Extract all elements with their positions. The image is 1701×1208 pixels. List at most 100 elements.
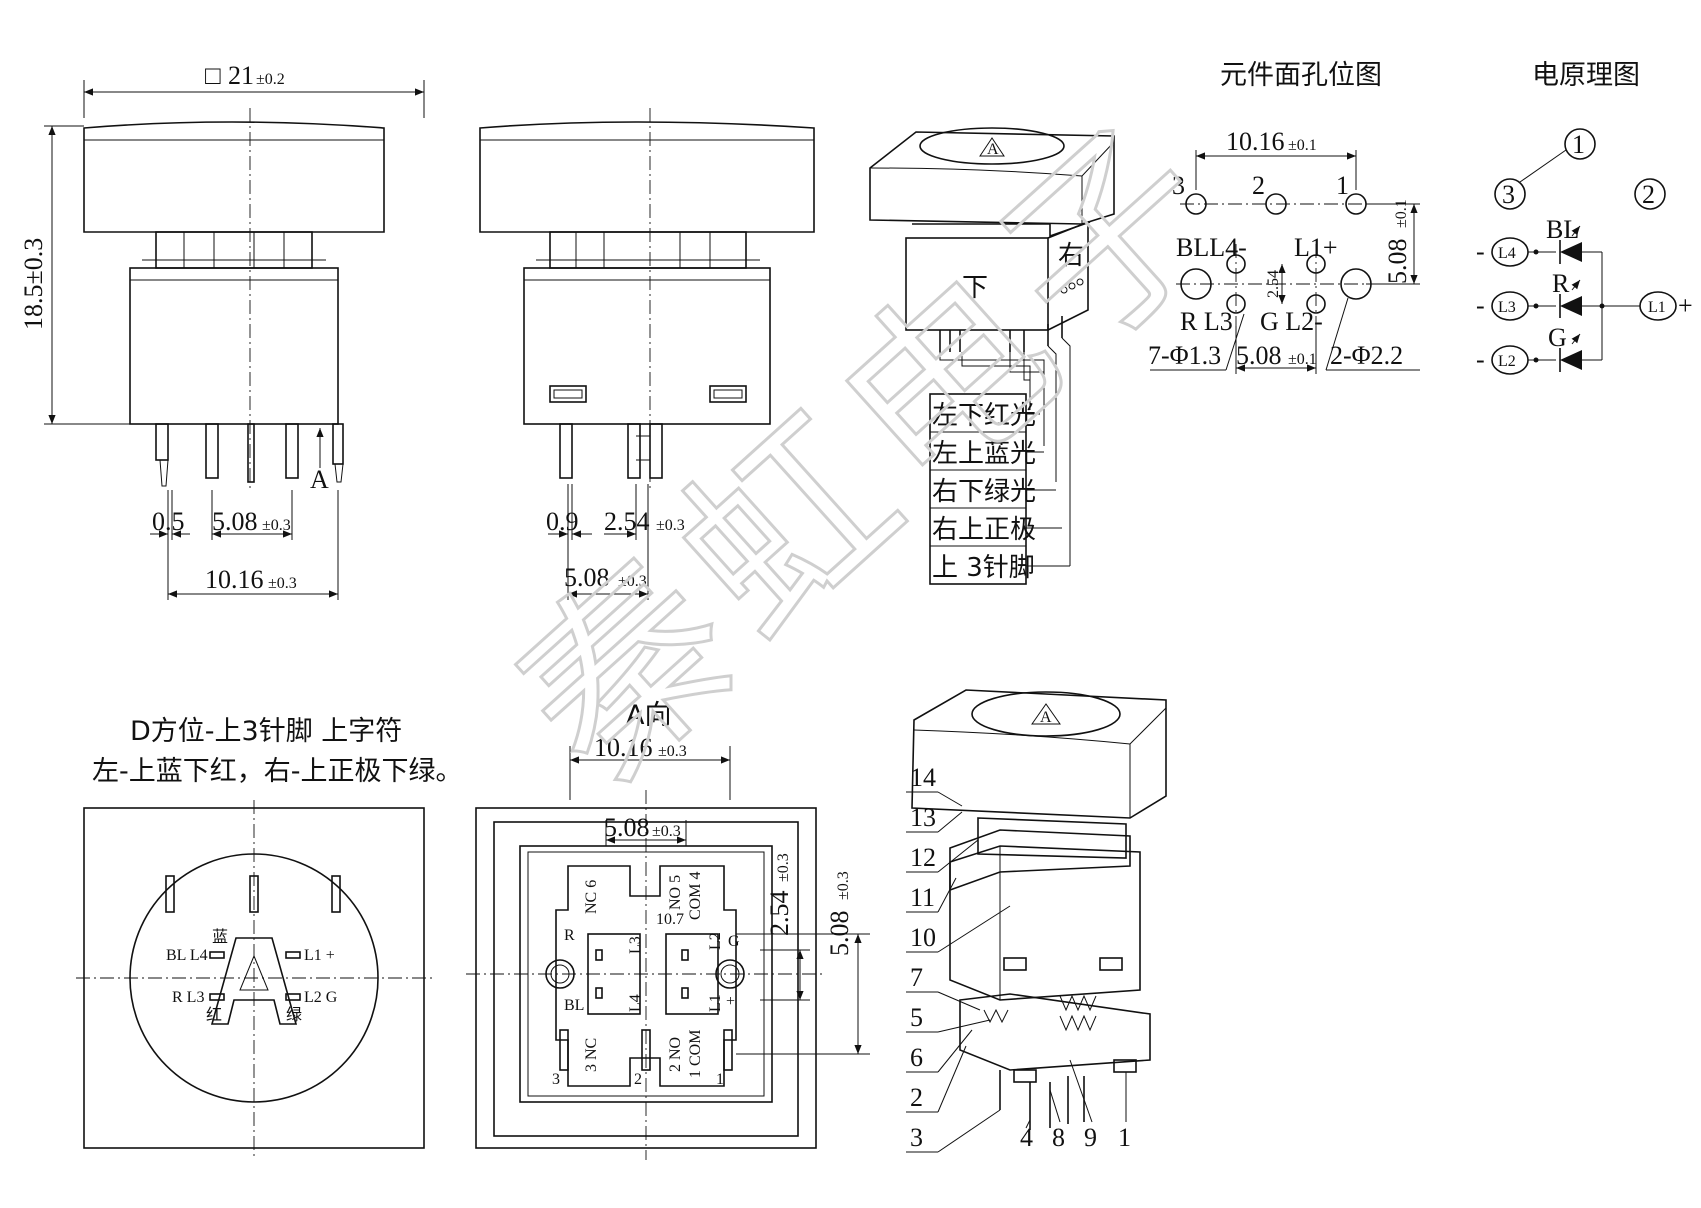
a-no5-label: NO 5: [667, 875, 684, 910]
hole-rl3-label: R L3: [1180, 307, 1233, 336]
top-rl3-label: R L3: [172, 989, 204, 1006]
a-bl-label: BL: [564, 997, 584, 1014]
orientation-line1: D方位-上3针脚 上字符: [130, 716, 402, 747]
a-com1-label: 1 COM: [687, 1030, 704, 1078]
schematic-pin-num: 1: [1572, 130, 1585, 159]
hole-small-holes-label: 7-Φ1.3: [1148, 341, 1221, 370]
hole-vspan-tol: ±0.1: [1393, 199, 1410, 228]
hole-hpitch-label: 5.08: [1236, 341, 1282, 370]
callout-label: 10: [910, 923, 936, 952]
top-blue-label: 蓝: [212, 928, 228, 946]
a-r-label: R: [564, 927, 575, 944]
side-view: 0.9 2.54 ±0.3 5.08 ±0.3: [479, 108, 815, 600]
schematic-minus: -: [1476, 345, 1485, 374]
hole-vspan-label: 5.08: [1383, 239, 1412, 285]
side-pitch-tol: ±0.3: [656, 517, 685, 534]
hole-hpitch-tol: ±0.1: [1288, 351, 1317, 368]
schematic-led: G: [1548, 323, 1567, 352]
callout-label: 13: [910, 803, 936, 832]
top-green-label: 绿: [286, 1006, 302, 1024]
front-pin-width-label: 0.5: [152, 507, 185, 536]
schematic-led: R: [1552, 269, 1570, 298]
hole-span-tol: ±0.1: [1288, 137, 1317, 154]
a-no2-label: 2 NO: [667, 1037, 684, 1072]
a-nc3-label: 3 NC: [583, 1038, 600, 1072]
schematic-plus: +: [1678, 291, 1693, 320]
a-span-tol: ±0.3: [658, 743, 687, 760]
hole-bll4-label: BLL4-: [1176, 233, 1247, 262]
hole-span-label: 10.16: [1226, 127, 1285, 156]
side-pitch-label: 2.54: [604, 507, 650, 536]
a-pitch-v-tol: ±0.3: [775, 853, 792, 882]
schematic-pin-num: 3: [1502, 180, 1515, 209]
a-view-title: A向: [626, 700, 671, 731]
front-width-prefix: □: [205, 61, 221, 90]
callout-label: 3: [910, 1123, 923, 1152]
callout-label: 6: [910, 1043, 923, 1072]
schematic-minus: -: [1476, 237, 1485, 266]
a-com4-label: COM 4: [687, 872, 704, 920]
top-bll4-label: BL L4: [166, 947, 208, 964]
a-plus-label: +: [726, 993, 735, 1010]
callout-label: 14: [910, 763, 936, 792]
hole-num: 2: [1252, 171, 1265, 200]
a-pin-num: 1: [716, 1071, 724, 1088]
hole-num: 3: [1172, 171, 1185, 200]
exploded-view: A 14 13 12 11 10 7 5: [906, 689, 1167, 1153]
top-l2g-label: L2 G: [304, 989, 338, 1006]
a-inner-label: 5.08: [604, 813, 650, 842]
front-pitch-tol: ±0.3: [262, 517, 291, 534]
front-span-tol: ±0.3: [268, 575, 297, 592]
schematic-pin-num: 2: [1642, 180, 1655, 209]
iso-legend-item: 左下红光: [932, 401, 1036, 431]
a-pin-num: 2: [634, 1071, 642, 1088]
iso-face-bottom: 下: [962, 273, 988, 303]
callout-label: 7: [910, 963, 923, 992]
watermark: 秦虹电子: [476, 74, 1274, 825]
a-l4-label: L4: [627, 994, 644, 1012]
callout-label: 9: [1084, 1123, 1097, 1152]
front-width-tol: ±0.2: [256, 71, 285, 88]
schematic-lead: L4: [1498, 245, 1516, 262]
a-pin-num: 3: [552, 1071, 560, 1088]
a-span-label: 10.16: [594, 733, 653, 762]
iso-cap-letter: A: [987, 141, 999, 158]
hole-big-holes-label: 2-Φ2.2: [1330, 341, 1403, 370]
schematic-lead: L2: [1498, 353, 1516, 370]
iso-legend-item: 上 3针脚: [932, 553, 1035, 583]
callout-label: 8: [1052, 1123, 1065, 1152]
schematic: 电原理图 1 2 3 - L4 BL - L3 R - L2: [1476, 60, 1693, 375]
exploded-cap-letter: A: [1040, 709, 1052, 726]
a-span-v-label: 5.08: [825, 911, 854, 957]
schematic-minus: -: [1476, 291, 1485, 320]
front-pitch-label: 5.08: [212, 507, 258, 536]
callout-label: 1: [1118, 1123, 1131, 1152]
side-span-tol: ±0.3: [618, 573, 647, 590]
a-g-label: G: [728, 933, 740, 950]
iso-legend-list: 左下红光 左上蓝光 右下绿光 右上正极 上 3针脚: [932, 401, 1036, 583]
schematic-led: BL: [1546, 215, 1579, 244]
iso-legend-item: 左上蓝光: [932, 439, 1036, 469]
exploded-callouts: 14 13 12 11 10 7 5 6 2 3 4 8 9: [906, 763, 1131, 1153]
hole-l1-label: L1+: [1294, 233, 1338, 262]
top-l1-label: L1 +: [304, 947, 335, 964]
front-height-label: 18.5±0.3: [19, 238, 48, 330]
a-pitch-v-label: 2.54: [765, 891, 794, 937]
top-red-label: 红: [206, 1006, 222, 1024]
hole-num: 1: [1336, 171, 1349, 200]
hole-inner-pitch: 2.54: [1265, 270, 1282, 298]
side-pin-width-label: 0.9: [546, 507, 579, 536]
orientation-line2: 左-上蓝下红，右-上正极下绿。: [92, 756, 463, 787]
schematic-common: L1: [1648, 299, 1666, 316]
a-d107-label: 10.7: [656, 911, 684, 928]
hole-layout-title: 元件面孔位图: [1220, 60, 1382, 91]
front-arrow-a-label: A: [310, 465, 329, 494]
callout-label: 2: [910, 1083, 923, 1112]
schematic-title: 电原理图: [1532, 60, 1640, 91]
side-span-label: 5.08: [564, 563, 610, 592]
a-span-v-tol: ±0.3: [835, 871, 852, 900]
a-nc6-label: NC 6: [583, 880, 600, 914]
iso-view: A 下 右 左下红光 左上蓝光: [869, 127, 1115, 585]
